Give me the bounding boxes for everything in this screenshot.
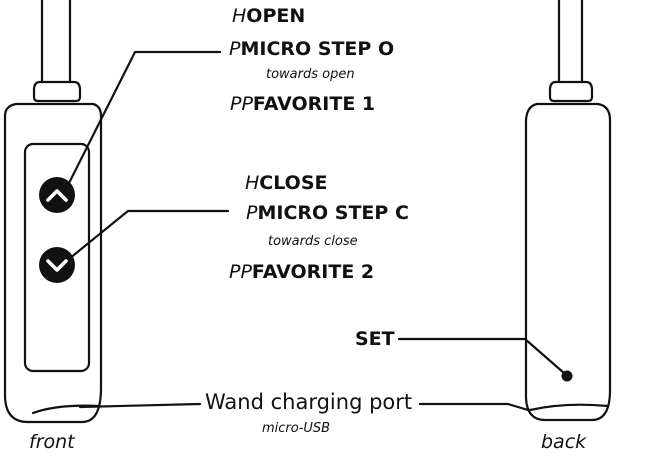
front-cord: [40, 0, 72, 84]
back-wand: [524, 0, 612, 422]
up-double-press-prefix: PP: [230, 93, 253, 115]
down-press-label: PMICRO STEP C: [246, 204, 409, 223]
charging-port-label: Wand charging port: [205, 390, 413, 414]
leader-down: [62, 209, 230, 265]
up-press-label: PMICRO STEP O: [229, 40, 394, 59]
down-press-sub: towards close: [268, 234, 358, 249]
up-press-sub: towards open: [266, 67, 355, 82]
leader-port-left: [78, 402, 202, 409]
up-press-prefix: P: [229, 38, 241, 60]
up-press-action: MICRO STEP O: [240, 38, 395, 60]
front-caption: front: [29, 431, 75, 453]
up-double-press-action: FAVORITE 1: [252, 93, 376, 115]
down-button[interactable]: [39, 247, 75, 283]
down-hold-prefix: H: [245, 172, 260, 194]
set-button[interactable]: [561, 370, 573, 382]
back-caption: back: [541, 431, 587, 453]
up-hold-label: HOPEN: [232, 7, 305, 26]
down-double-press-action: FAVORITE 2: [251, 261, 375, 283]
front-body: [3, 102, 103, 424]
back-cord: [557, 0, 584, 84]
chevron-up-icon: [46, 189, 68, 202]
chevron-down-icon: [46, 259, 68, 272]
up-hold-action: OPEN: [246, 5, 306, 27]
up-hold-prefix: H: [232, 5, 247, 27]
back-bottom-seam: [528, 403, 610, 412]
back-body: [524, 102, 612, 422]
leader-port-right: [418, 402, 530, 412]
front-wand: [3, 0, 103, 424]
charging-port-sub: micro-USB: [262, 421, 331, 436]
down-double-press-prefix: PP: [229, 261, 252, 283]
down-press-action: MICRO STEP C: [257, 202, 409, 224]
down-double-press-label: PPFAVORITE 2: [229, 263, 374, 282]
up-double-press-label: PPFAVORITE 1: [230, 95, 375, 114]
leader-set: [397, 337, 566, 375]
down-press-prefix: P: [246, 202, 258, 224]
down-hold-action: CLOSE: [259, 172, 328, 194]
leader-up: [62, 50, 222, 195]
set-label: SET: [355, 328, 395, 350]
back-collar: [548, 80, 594, 103]
down-hold-label: HCLOSE: [245, 174, 328, 193]
front-collar: [32, 80, 82, 103]
up-button[interactable]: [39, 177, 75, 213]
button-panel: [23, 142, 91, 373]
